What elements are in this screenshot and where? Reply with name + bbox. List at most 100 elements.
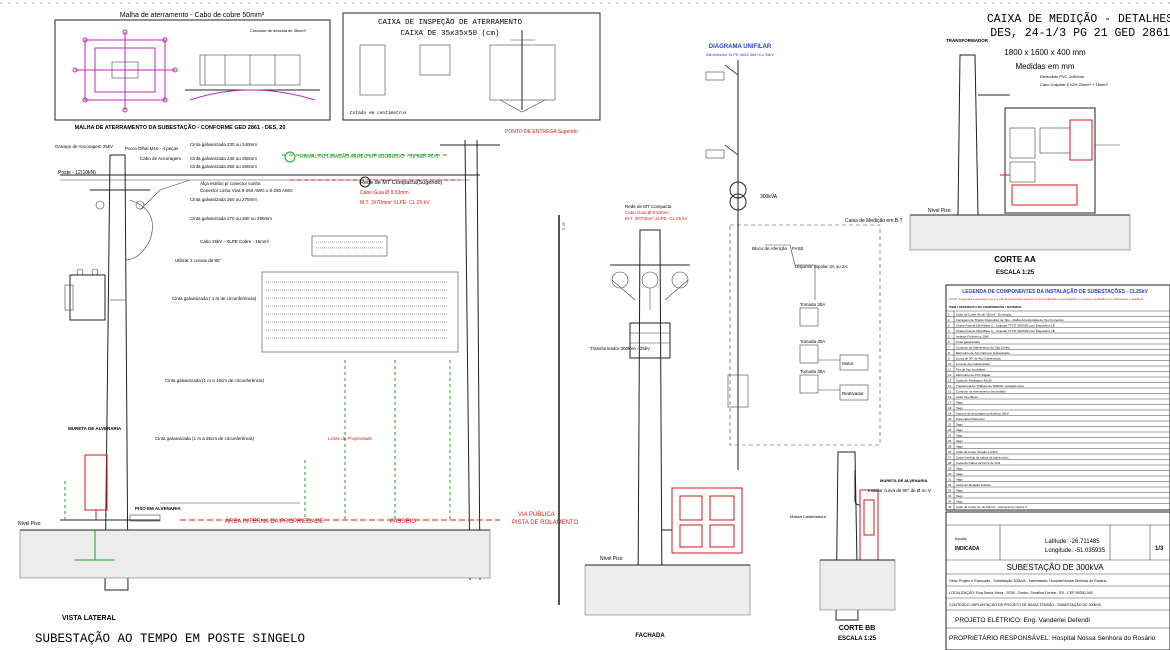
legend-row-text: Vago: [956, 488, 963, 492]
breaker-block-label: Bloco de Aferição: [752, 246, 788, 251]
grounding-caption: MALHA DE ATERRAMENTO DA SUBESTAÇÃO - CON…: [75, 124, 286, 131]
internal-area-label: ÁREA INTERNA DA PROPRIEDADE: [225, 518, 324, 525]
legend-row-number: 19: [948, 411, 952, 415]
strap-250-label: Cinta galvanizada 250 ou 260mm: [190, 164, 257, 169]
legend-row-text: Vago: [956, 400, 963, 404]
inspection-note: Cotado em centímetros: [350, 110, 407, 116]
reactive-label: Reativador: [842, 391, 864, 396]
breaker-label: Disjuntor Bipolar 3A ou 2A: [795, 264, 848, 269]
legend-row-text: Caixa de Passagem 30x30: [956, 378, 992, 382]
legend-row-number: 4: [948, 329, 950, 333]
right-transformer-label: TRANSFORMADOR: [946, 38, 989, 43]
facade-view: Nível Piso Rede de MT Compacta Cabo Guia…: [558, 204, 751, 639]
legend-row-number: 31: [948, 477, 952, 481]
curves-label: Utilizar 2 curvas de 90°: [175, 258, 222, 263]
cable-label: Cabo Unipolar EXZH 25mm² + 16mm²: [1040, 82, 1109, 87]
tb-content: CONTEÚDO: IMPLANTAÇÃO DE PROJETO DE BAIX…: [949, 602, 1101, 607]
legend-row-number: 3: [948, 323, 950, 327]
legend-row-number: 21: [948, 422, 952, 426]
section-bb: Instalar curva de 90° de Ø no V MURETA D…: [790, 451, 931, 642]
legend-row-text: Vago: [956, 477, 963, 481]
legend-row-text: Cabo de Cobre Tensão 0,6/1kV: [956, 450, 998, 454]
mid-transformer-label: Transformador 300kVA - 25kV: [590, 346, 650, 351]
legend-row-number: 2: [948, 318, 950, 322]
strap-15cm-label: Cinta galvanizada (1 m a 15cm de circunf…: [165, 378, 265, 383]
single-line-title: DIAGRAMA UNIFILAR: [709, 44, 772, 50]
legend-row-number: 18: [948, 406, 952, 410]
legend-row-number: 11: [948, 367, 951, 371]
legend-row-text: Para-raios Polimérico: [956, 417, 985, 421]
legend-row-text: Chave Fusível 15kA Base C - Unipolar TT-…: [956, 329, 1055, 333]
tb-scale: INDICADA: [955, 546, 980, 552]
legend-row-text: Vago: [956, 494, 963, 498]
main-title: SUBESTAÇÃO AO TEMPO EM POSTE SINGELO: [35, 631, 305, 646]
svg-text:5.25: 5.25: [561, 221, 566, 230]
right-subtitle: DES, 24-1/3 PG 21 GED 2861: [990, 27, 1170, 40]
side-view: Porca Olhal M16 - 4 peças Grampo de Anco…: [18, 139, 578, 646]
legend-row-text: Eletroduto de PVC Rígido: [956, 373, 991, 377]
legend-row-text: Caixa Inserido de cabos de barramento: [956, 455, 1009, 459]
floor-level-right: Nível Piso: [928, 208, 951, 214]
legend-row-text: Vago: [956, 466, 963, 470]
socket-2-label: Tomada 30A: [800, 339, 825, 344]
strap-35cm-label: Cinta galvanizada (1 m a 35cm de circunf…: [155, 436, 255, 441]
legend-row-text: Vago: [956, 406, 963, 410]
grounding-plan-title: Malha de aterramento - Cabo de cobre 50m…: [120, 12, 265, 19]
legend-row-text: Conector de Aterramento do Tipo Cunha: [956, 345, 1010, 349]
scale-aa-label: ESCALA 1:25: [996, 270, 1035, 276]
curve-label: Instalar curva de 90° de Ø no V: [868, 488, 931, 493]
anchor-cable-label: Cabo de Ancoragem: [140, 156, 181, 161]
tb-owner: PROPRIETÁRIO RESPONSÁVEL: Hospital Nossa…: [949, 633, 1156, 642]
strap-1m-label: Cinta galvanizada ( 1 m de circunferênci…: [172, 296, 257, 301]
legend-row-text: Caixa de Cabos de Ferro de Vinil: [956, 461, 1000, 465]
grounding-plan: Malha de aterramento - Cabo de cobre 50m…: [54, 12, 331, 131]
network-label-1: Rede de MT Compacta(Sugerido): [360, 180, 443, 186]
sidewalk-label: PASSEIO: [390, 519, 416, 525]
strap-260-label: Cinta galvanizada 260 ou 270mm: [190, 197, 257, 202]
tb-engineer: PROJETO ELÉTRICO: Eng. Vanderlei Defendi: [955, 615, 1090, 624]
strap-230-label: Cinta galvanizada 230 ou 240mm: [190, 142, 257, 147]
wall-label: MURETA DE ALVENARIA: [68, 426, 122, 431]
legend-row-number: 6: [948, 340, 950, 344]
inspection-title-2: CAIXA DE 35x35x50 (cm): [400, 30, 499, 38]
legend-row-number: 24: [948, 439, 952, 443]
legend-row-text: Vago: [956, 472, 963, 476]
transformer-kva: 300kVA: [760, 194, 778, 200]
mid-network-3: M.T. 3#70mm² XLPE- CL 25 kV: [625, 216, 688, 221]
delivery-point-label: PONTO DE ENTREGA Sugerido: [505, 129, 578, 135]
tb-latitude: Latitude: -26.711485: [1045, 539, 1100, 545]
mid-network-1: Rede de MT Compacta: [625, 204, 672, 209]
legend-row-number: 14: [948, 384, 952, 388]
legend-row-number: 32: [948, 483, 952, 487]
legend-row-number: 15: [948, 389, 952, 393]
legend-row-text: Fita de Aço Inoxidável: [956, 367, 986, 371]
mass-label: Massa Calafetadora: [790, 514, 827, 519]
tb-title: SUBESTAÇÃO DE 300kVA: [1006, 563, 1104, 572]
lateral-view-label: VISTA LATERAL: [62, 615, 117, 622]
right-size: 1800 x 1600 x 400 mm: [1004, 48, 1086, 57]
legend-table: LEGENDA DE COMPONENTES DA INSTALAÇÃO DE …: [945, 284, 1170, 511]
single-line-diagram: DIAGRAMA UNIFILAR Alimentador XLPE 3#25 …: [705, 44, 903, 470]
road-surface-label: PISTA DE ROLAMENTO: [512, 520, 578, 526]
legend-row-number: 5: [948, 334, 950, 338]
legend-row-number: 36: [948, 505, 952, 509]
section-aa-label: CORTE AA: [994, 255, 1036, 264]
grounding-plan-note: Condutor de descida de 35mm²: [250, 28, 307, 33]
socket-1-label: Tomada 30A: [800, 302, 825, 307]
legend-row-text: Curva de 90° de Aço Galvanizado: [956, 356, 1001, 360]
legend-row-text: Vago: [956, 444, 963, 448]
inspection-box-detail: CAIXA DE INSPEÇÃO DE ATERRAMENTO CAIXA D…: [342, 12, 601, 135]
title-block: escala INDICADA Latitude: -26.711485 Lon…: [945, 511, 1170, 650]
legend-row-text: Suporte de ancoragem polimérico 25kV: [956, 411, 1009, 415]
right-units: Medidas em mm: [1015, 62, 1074, 71]
legend-row-number: 20: [948, 417, 952, 421]
floor-label: PISO EM ALVENARIA: [135, 506, 182, 511]
legend-row-number: 27: [948, 455, 952, 459]
motor-label: Motor: [842, 361, 854, 366]
stirrup-label: Alça estribo p/ conector cunha: [200, 181, 261, 186]
tb-project: Obra: Projeto e Execução - Subestação 30…: [949, 579, 1107, 583]
legend-note: NOTA: A legenda é genérica e se e a plan…: [949, 297, 1144, 301]
branch-label: RAMAL DE LIGAÇÃO AÉREO MT SUGERIDO ~ 28 …: [300, 153, 439, 160]
